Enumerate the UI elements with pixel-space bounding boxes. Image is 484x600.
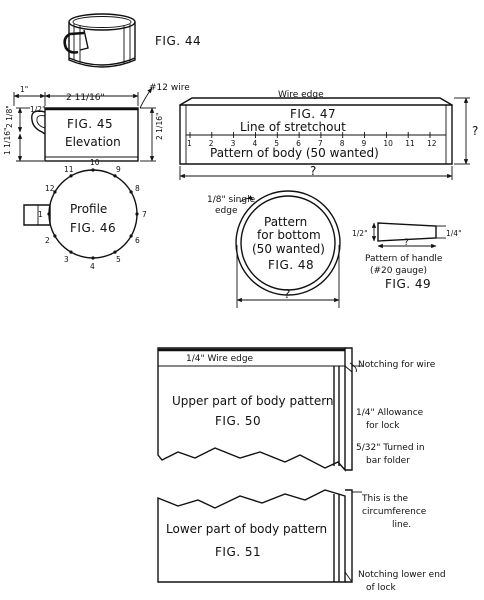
fig47-wire-edge: Wire edge bbox=[278, 90, 324, 100]
fig51-lower-body-pattern bbox=[157, 489, 362, 583]
fig46-division-point bbox=[113, 250, 117, 254]
fig47-stretchout-number: 6 bbox=[296, 139, 301, 148]
fig44-label: FIG. 44 bbox=[155, 34, 201, 48]
fig47-body-pattern bbox=[179, 97, 470, 180]
fig47-height-dimension: ? bbox=[472, 124, 478, 138]
fig47-stretchout-number: 2 bbox=[209, 139, 214, 148]
fig46-division-point bbox=[135, 212, 139, 216]
fig45-handle-gap-dimension: 1/2" bbox=[30, 105, 46, 114]
fig50-title: Upper part of body pattern bbox=[172, 394, 334, 408]
fig46-division-number: 11 bbox=[64, 165, 74, 174]
fig45-subtitle: Elevation bbox=[65, 135, 121, 149]
fig45-handle-top-dimension: 2 1/8" bbox=[5, 105, 14, 128]
fig47-stretchout-number: 12 bbox=[427, 139, 437, 148]
fig46-division-point bbox=[53, 234, 57, 238]
fig46-division-point bbox=[91, 256, 95, 260]
fig48-bottom-pattern bbox=[235, 190, 341, 308]
fig48-edge-label-line1: 1/8" single bbox=[207, 195, 256, 205]
fig46-division-number: 9 bbox=[116, 165, 121, 174]
fig45-wire-label: #12 wire bbox=[149, 83, 190, 93]
fig49-right-dimension: 1/4" bbox=[446, 229, 462, 238]
fig46-division-point bbox=[91, 168, 95, 172]
fig49-pattern-line2: (#20 gauge) bbox=[370, 266, 427, 276]
fig47-stretchout-number: 8 bbox=[340, 139, 345, 148]
fig49-length-dimension: ? bbox=[404, 238, 409, 248]
fig51-label: FIG. 51 bbox=[215, 545, 261, 559]
fig48-pattern-line1: Pattern bbox=[264, 215, 307, 229]
fig50-label: FIG. 50 bbox=[215, 414, 261, 428]
fig48-label: FIG. 48 bbox=[268, 258, 314, 272]
fig46-label: FIG. 46 bbox=[70, 221, 116, 235]
fig46-division-number: 2 bbox=[45, 236, 50, 245]
fig47-stretchout-number: 4 bbox=[253, 139, 258, 148]
fig46-division-numbers: 10 9 8 7 6 5 4 3 2 1 12 11 bbox=[38, 158, 147, 271]
fig47-length-dimension: ? bbox=[310, 164, 316, 178]
fig48-pattern-line3: (50 wanted) bbox=[252, 242, 325, 256]
fig44-cup-sketch bbox=[63, 13, 136, 68]
fig46-division-point bbox=[47, 212, 51, 216]
fig47-pattern-label: Pattern of body (50 wanted) bbox=[210, 146, 379, 160]
fig46-division-point bbox=[53, 190, 57, 194]
fig47-stretchout-number: 10 bbox=[383, 139, 393, 148]
fig49-left-dimension: 1/2" bbox=[352, 229, 368, 238]
fig47-label: FIG. 47 bbox=[290, 107, 336, 121]
fig49-handle-pattern bbox=[371, 222, 446, 249]
fig50-wire-edge: 1/4" Wire edge bbox=[186, 354, 254, 364]
fig46-subtitle: Profile bbox=[70, 202, 107, 216]
fig46-division-number: 12 bbox=[45, 184, 55, 193]
fig51-circumference-line1: This is the bbox=[361, 494, 409, 504]
fig49-pattern-line1: Pattern of handle bbox=[365, 254, 443, 264]
fig50-allowance-line1: 1/4" Allowance bbox=[356, 408, 424, 418]
fig46-division-number: 4 bbox=[90, 262, 95, 271]
fig47-stretchout-number: 11 bbox=[405, 139, 415, 148]
fig45-handle-offset-dimension: 1" bbox=[20, 85, 28, 94]
fig51-notching-line2: of lock bbox=[366, 583, 396, 593]
fig45-label: FIG. 45 bbox=[67, 117, 113, 131]
fig50-allowance-line2: for lock bbox=[366, 421, 400, 431]
fig48-pattern-line2: for bottom bbox=[257, 228, 321, 242]
fig46-division-number: 7 bbox=[142, 210, 147, 219]
fig47-stretchout-label: Line of stretchout bbox=[240, 120, 346, 134]
fig46-division-number: 5 bbox=[116, 255, 121, 264]
fig47-stretchout-number: 5 bbox=[274, 139, 279, 148]
fig50-upper-body-pattern bbox=[157, 347, 362, 472]
fig49-label: FIG. 49 bbox=[385, 277, 431, 291]
fig47-stretchout-number: 7 bbox=[318, 139, 323, 148]
fig51-notching-line1: Notching lower end bbox=[358, 570, 446, 580]
fig50-turned-line2: bar folder bbox=[366, 456, 410, 466]
fig46-division-number: 8 bbox=[135, 184, 140, 193]
fig50-turned-line1: 5/32" Turned in bbox=[356, 443, 425, 453]
fig51-circumference-line3: line. bbox=[392, 520, 411, 530]
fig46-division-point bbox=[129, 190, 133, 194]
fig50-notching-label: Notching for wire bbox=[358, 360, 436, 370]
fig46-division-number: 1 bbox=[38, 210, 43, 219]
fig48-edge-label-line2: edge bbox=[215, 206, 238, 216]
fig47-stretchout-number: 3 bbox=[231, 139, 236, 148]
fig46-division-point bbox=[69, 174, 73, 178]
fig46-division-point bbox=[113, 174, 117, 178]
fig47-stretchout-number: 1 bbox=[187, 139, 192, 148]
fig51-circumference-line2: circumference bbox=[362, 507, 427, 517]
fig46-division-number: 10 bbox=[90, 158, 100, 167]
fig47-stretchout-number: 9 bbox=[362, 139, 367, 148]
fig46-division-point bbox=[129, 234, 133, 238]
fig45-elevation bbox=[13, 87, 156, 162]
fig45-height-dimension: 2 1/16" bbox=[155, 113, 164, 140]
fig45-width-dimension: 2 11/16" bbox=[66, 93, 105, 103]
fig46-division-number: 3 bbox=[64, 255, 69, 264]
fig46-division-point bbox=[69, 250, 73, 254]
fig51-title: Lower part of body pattern bbox=[166, 522, 327, 536]
fig45-handle-bottom-dimension: 1 1/16" bbox=[3, 128, 12, 155]
fig46-division-number: 6 bbox=[135, 236, 140, 245]
fig48-diameter-dimension: ? bbox=[284, 287, 290, 301]
